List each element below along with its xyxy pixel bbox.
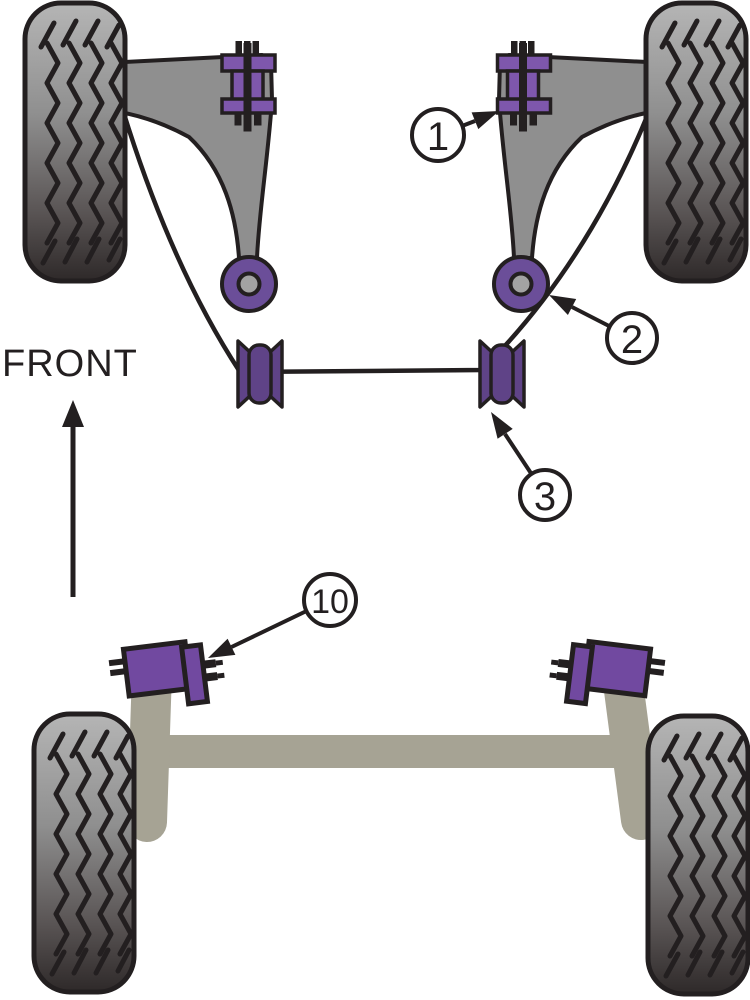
rear-left-tire [34,714,134,992]
rear-trailing-arm-right [602,655,661,840]
anti-roll-bar-bushing-right [478,339,526,409]
rear-beam [168,735,616,768]
callout-10-number: 10 [311,583,349,621]
control-arm-front-bushing-right [495,41,553,132]
control-arm-front-bushing-left [220,41,277,132]
callout-2-number: 2 [621,318,643,362]
rear-right-tire [648,716,748,994]
front-left-tire [25,3,125,281]
callout-1-number: 1 [427,115,449,159]
callout-1-arrowhead [471,111,499,130]
front-label: FRONT [2,343,138,385]
control-arm-rear-bushing-right [492,255,550,313]
anti-roll-bar-bushing-left [236,339,284,409]
callout-10: 10 [208,572,358,658]
callout-2-arrowhead [549,295,577,315]
rear-beam-mount-bushing-right [549,638,666,707]
bushing-bolt [510,41,537,132]
rear-trailing-arm-left [127,652,172,842]
callout-3-number: 3 [534,475,556,519]
front-right-tire [646,3,746,281]
callout-1: 1 [410,107,499,163]
bushing-bolt [234,41,262,132]
front-direction-arrow [62,400,84,597]
control-arm-rear-bushing-left [220,255,278,313]
callout-3-arrowhead [491,412,513,439]
callout-10-arrowhead [208,638,236,658]
callout-3: 3 [491,412,572,522]
callout-2: 2 [549,295,659,365]
rear-beam-mount-bushing-left [108,638,225,707]
